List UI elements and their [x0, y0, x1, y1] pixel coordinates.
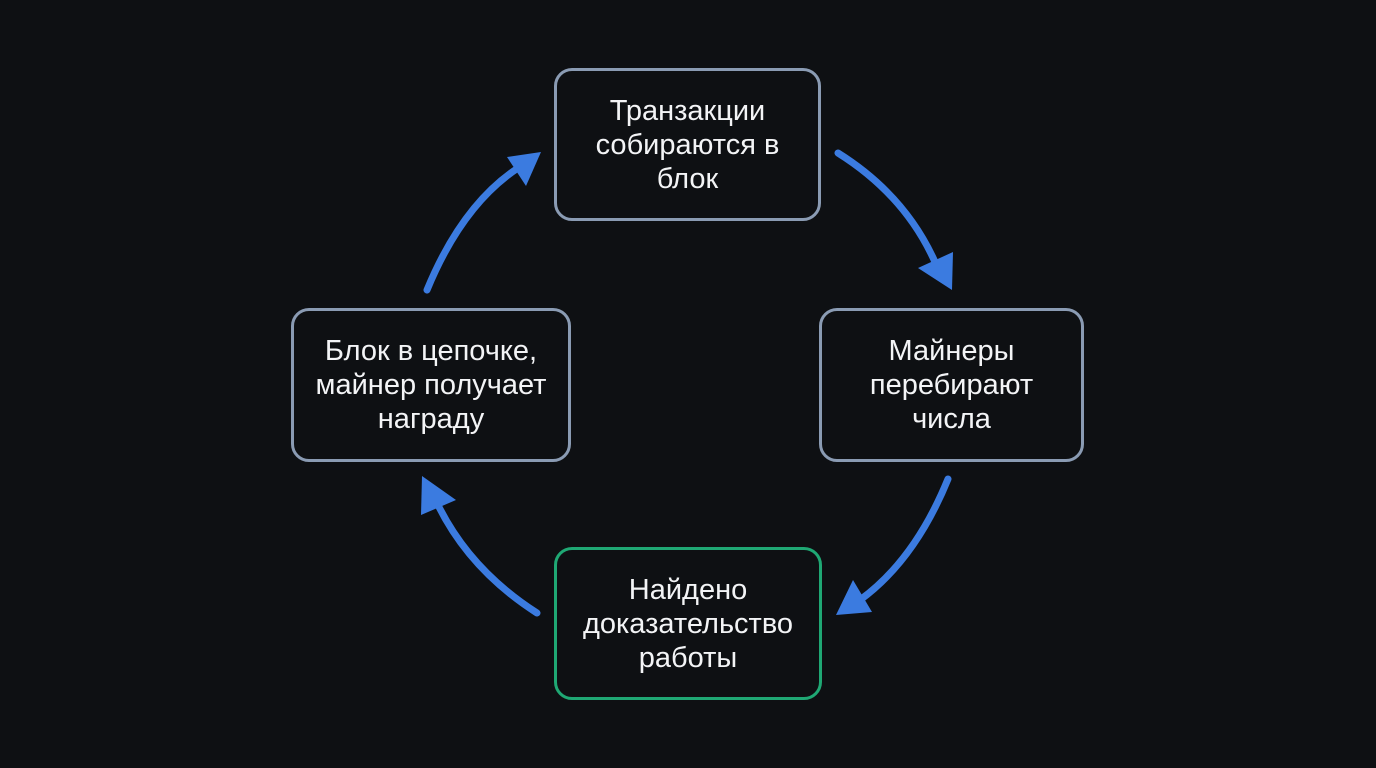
- arrow-right-to-bottom: [856, 475, 952, 604]
- node-proof-of-work-found: Найдено доказательство работы: [554, 547, 822, 700]
- node-label: Блок в цепочке, майнер получает награду: [315, 335, 547, 435]
- arrowhead-bottom-to-left: [421, 476, 456, 515]
- arrowhead-right-to-bottom: [836, 580, 872, 615]
- arrowhead-left-to-top: [507, 152, 541, 186]
- node-miners-iterate: Майнеры перебирают числа: [819, 308, 1084, 462]
- node-label: Найдено доказательство работы: [582, 573, 794, 674]
- node-block-in-chain: Блок в цепочке, майнер получает награду: [291, 308, 571, 462]
- node-label: Майнеры перебирают числа: [869, 335, 1034, 435]
- node-label: Транзакции собираются в блок: [595, 94, 780, 195]
- arrow-left-to-top: [423, 164, 522, 294]
- arrow-top-to-right: [834, 149, 939, 266]
- arrow-bottom-to-left: [434, 501, 541, 617]
- node-transactions-collected: Транзакции собираются в блок: [554, 68, 821, 221]
- arrowhead-top-to-right: [918, 252, 953, 290]
